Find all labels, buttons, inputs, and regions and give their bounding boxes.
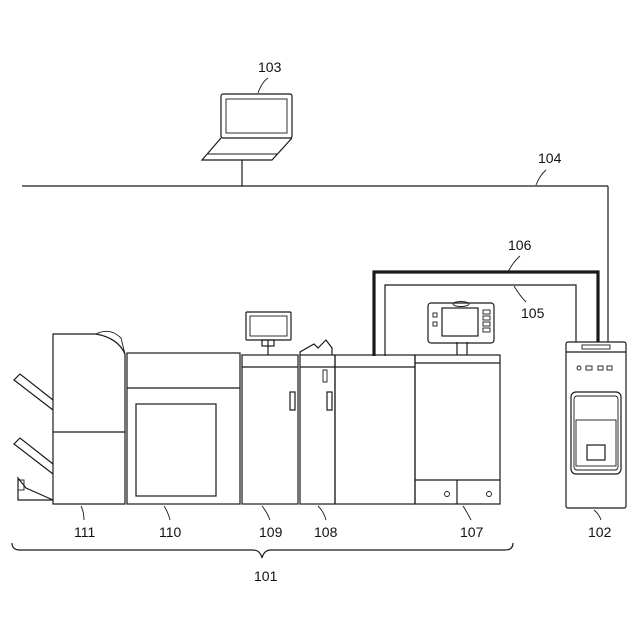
label-108: 108 [314,524,338,540]
control-panel-icon [428,302,494,344]
bracket-101 [12,543,513,558]
label-103: 103 [258,59,282,75]
finisher-unit [14,331,125,504]
print-server-tower [566,342,626,508]
label-105: 105 [521,305,545,321]
inserter-unit-109 [242,340,298,504]
label-111: 111 [74,524,95,540]
inserter-unit-108 [300,340,335,504]
label-104: 104 [538,150,562,166]
label-110: 110 [159,524,182,540]
label-109: 109 [259,524,283,540]
leader-lines [81,78,601,520]
monitor-icon [246,312,291,340]
printer-engine [335,342,500,504]
label-101: 101 [254,568,278,584]
label-102: 102 [588,524,612,540]
label-107: 107 [460,524,484,540]
cable-105 [385,285,576,356]
label-106: 106 [508,237,532,253]
stacker-unit [127,353,240,504]
laptop-icon [202,94,292,160]
